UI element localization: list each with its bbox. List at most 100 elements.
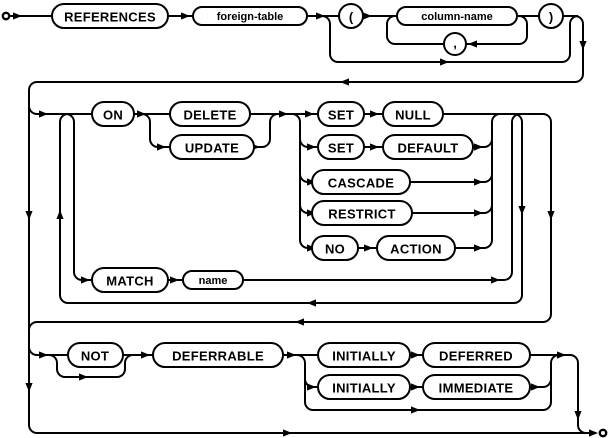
rail-action-merge (483, 113, 501, 249)
node-not-label: NOT (81, 349, 109, 364)
arrowhead-icon (574, 411, 582, 420)
node-no: NO (311, 235, 359, 261)
node-restrict: RESTRICT (311, 200, 413, 226)
arrowhead-icon (141, 351, 150, 359)
node-on: ON (91, 101, 135, 127)
node-set-1: SET (317, 101, 365, 127)
node-foreign-table-label: foreign-table (217, 11, 284, 23)
arrowhead-icon (81, 276, 90, 284)
rail-wrap-left-main (28, 15, 594, 434)
node-references-label: REFERENCES (64, 10, 156, 25)
node-on-label: ON (103, 108, 123, 123)
rails (9, 15, 594, 434)
node-not: NOT (67, 342, 124, 368)
arrowhead-icon (13, 12, 22, 20)
arrowhead-icon (39, 351, 48, 359)
arrowhead-icon (340, 78, 349, 86)
node-immediate: IMMEDIATE (422, 374, 531, 400)
arrowhead-icon (474, 178, 483, 186)
arrowhead-icon (364, 244, 373, 252)
arrowhead-icon (181, 12, 190, 20)
node-null: NULL (382, 101, 444, 127)
node-deferrable: DEFERRABLE (152, 342, 284, 368)
node-restrict-label: RESTRICT (328, 207, 395, 222)
arrowhead-icon (518, 206, 526, 215)
node-deferred-label: DEFERRED (439, 349, 513, 364)
node-delete-label: DELETE (183, 108, 236, 123)
arrowhead-icon (56, 210, 64, 219)
node-cascade-label: CASCADE (328, 176, 394, 191)
node-match-label: MATCH (106, 274, 153, 289)
rail-update-merge (254, 113, 279, 148)
rail-action-branch (291, 113, 318, 249)
arrowhead-icon (589, 429, 598, 437)
node-name: name (182, 270, 244, 290)
arrowhead-icon (440, 58, 449, 66)
arrowhead-icon (531, 383, 540, 391)
arrowhead-icon (491, 276, 500, 284)
node-default: DEFAULT (382, 134, 474, 160)
arrowhead-icon (25, 383, 33, 392)
arrowhead-icon (474, 143, 483, 151)
arrowhead-icon (137, 110, 146, 118)
arrowhead-icon (287, 351, 296, 359)
rail-update-branch (141, 113, 170, 148)
node-null-label: NULL (395, 108, 431, 123)
node-initially-2-label: INITIALLY (332, 381, 396, 396)
arrowhead-icon (170, 276, 179, 284)
node-deferred: DEFERRED (422, 342, 531, 368)
arrowhead-icon (39, 110, 48, 118)
rail-paren-bypass (321, 15, 579, 63)
node-match: MATCH (91, 267, 169, 293)
arrowhead-icon (474, 209, 483, 217)
arrowhead-icon (411, 383, 420, 391)
rail-section2-exit (28, 113, 552, 331)
arrowhead-icon (411, 351, 420, 359)
arrowhead-icon (547, 211, 555, 220)
rail-match-branch (65, 113, 92, 281)
arrowhead-icon (79, 373, 88, 381)
arrowhead-icon (370, 110, 379, 118)
arrowhead-icon (25, 211, 33, 220)
node-column-name: column-name (396, 6, 518, 26)
arrowhead-icon (363, 12, 372, 20)
arrowhead-icon (283, 429, 292, 437)
arrowhead-icon (316, 12, 325, 20)
arrowhead-icon (307, 383, 316, 391)
node-default-label: DEFAULT (397, 141, 458, 156)
arrowhead-icon (307, 299, 316, 307)
arrowhead-icon (474, 244, 483, 252)
arrowhead-icon (579, 41, 587, 50)
node-action: ACTION (376, 235, 456, 261)
node-action-label: ACTION (390, 242, 442, 257)
arrowhead-icon (305, 110, 314, 118)
node-column-name-label: column-name (421, 11, 493, 23)
node-references: REFERENCES (51, 3, 169, 29)
node-open-paren-label: ( (349, 10, 354, 25)
arrowhead-icon (370, 143, 379, 151)
node-set-1-label: SET (328, 108, 354, 123)
arrowhead-icon (157, 143, 166, 151)
rail-deferrable-entry (28, 346, 68, 356)
node-comma: , (443, 32, 467, 56)
arrowhead-icon (295, 318, 304, 326)
rail-immediate-merge (530, 378, 552, 388)
rail-match-merge (243, 113, 521, 281)
node-comma-label: , (453, 36, 457, 51)
node-immediate-label: IMMEDIATE (439, 381, 514, 396)
node-initially-1-label: INITIALLY (332, 349, 396, 364)
rail-final-down (569, 354, 594, 434)
arrowhead-icon (307, 143, 316, 151)
rail-loop-return (59, 113, 523, 304)
node-name-label: name (199, 275, 228, 287)
start-terminal-icon (1, 11, 11, 21)
arrowhead-icon (279, 110, 288, 118)
arrowhead-icon (557, 351, 566, 359)
node-initially-2: INITIALLY (317, 374, 411, 400)
rail-initially-bypass (304, 354, 560, 411)
arrowhead-icon (468, 40, 477, 48)
arrowheads (13, 12, 598, 437)
arrowhead-icon (411, 406, 420, 414)
node-no-label: NO (325, 242, 345, 257)
